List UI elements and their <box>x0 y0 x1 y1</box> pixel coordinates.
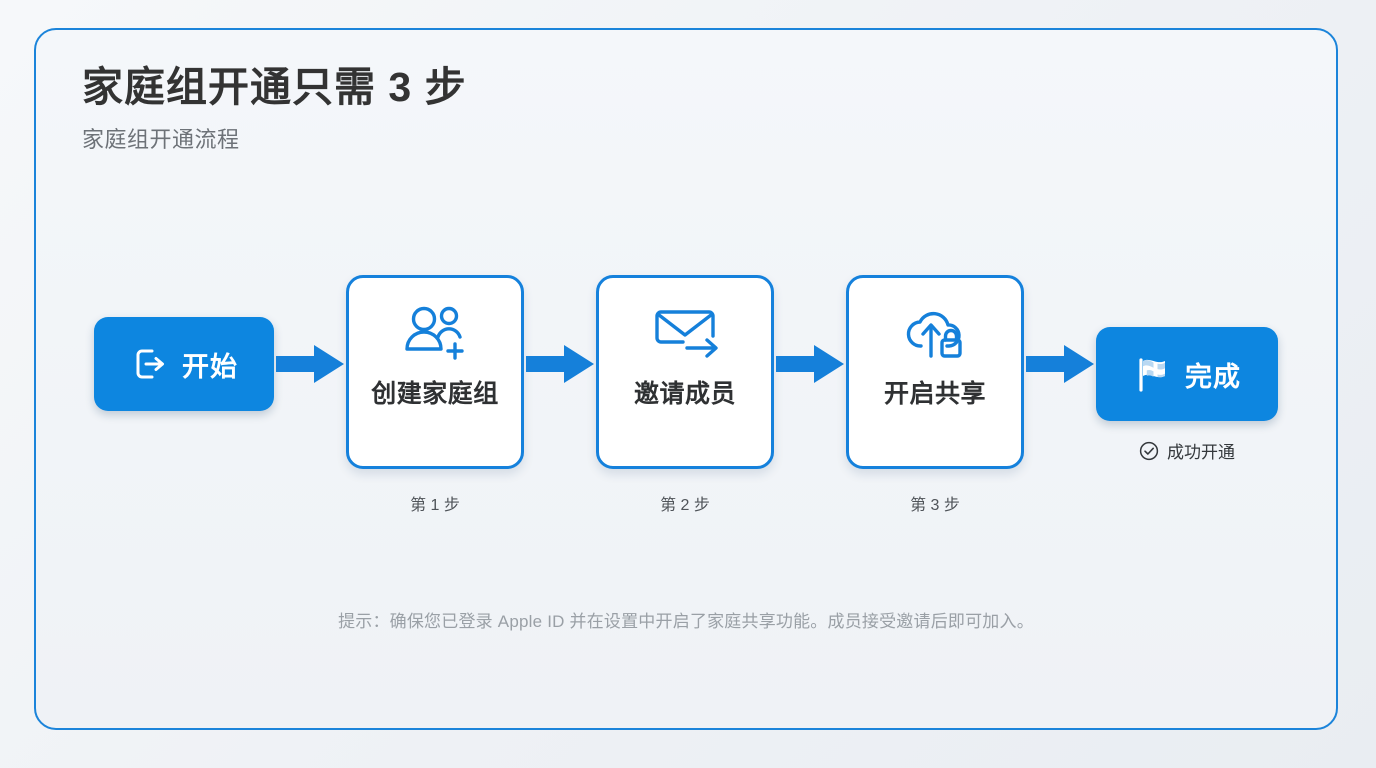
step-column-2: 邀请成员 第 2 步 <box>596 275 774 515</box>
cloud-upload-lock-icon <box>906 312 962 358</box>
step-tag-1: 第 1 步 <box>410 497 460 514</box>
step-card-create-family[interactable]: 创建家庭组 <box>346 275 524 469</box>
step-card-label-2: 邀请成员 <box>633 380 736 408</box>
step-tag-2: 第 2 步 <box>660 497 710 514</box>
connector-column-3 <box>774 341 846 449</box>
step-column-1: 创建家庭组 第 1 步 <box>346 275 524 515</box>
header: 家庭组开通只需 3 步 家庭组开通流程 <box>82 64 467 154</box>
checkered-flag-icon <box>1139 358 1165 392</box>
page-title: 家庭组开通只需 3 步 <box>82 64 467 110</box>
connector-column-4 <box>1024 341 1096 449</box>
footer-tip: 提示：确保您已登录 Apple ID 并在设置中开启了家庭共享功能。成员接受邀请… <box>338 612 1034 631</box>
envelope-send-icon <box>655 310 718 358</box>
process-flow: 开始 <box>36 275 1336 515</box>
step-card-enable-sharing[interactable]: 开启共享 <box>846 275 1024 469</box>
check-circle-icon <box>1139 441 1159 460</box>
finish-note: 成功开通 <box>1139 438 1235 463</box>
page-subtitle: 家庭组开通流程 <box>82 127 240 153</box>
connector-column-1 <box>274 341 346 449</box>
step-column-3: 开启共享 第 3 步 <box>846 275 1024 515</box>
arrow-right-icon <box>776 345 844 383</box>
step-tag-3: 第 3 步 <box>910 497 960 514</box>
finish-note-label: 成功开通 <box>1167 443 1235 462</box>
arrow-right-icon <box>276 345 344 383</box>
step-card-label-1: 创建家庭组 <box>371 380 499 408</box>
finish-badge-label: 完成 <box>1185 361 1241 392</box>
flow-end-column: 完成 成功开通 <box>1096 327 1278 463</box>
flow-start-column: 开始 <box>94 317 274 473</box>
content-frame: 家庭组开通只需 3 步 家庭组开通流程 开始 <box>34 28 1338 730</box>
arrow-right-icon <box>526 345 594 383</box>
start-badge[interactable]: 开始 <box>94 317 274 411</box>
finish-badge[interactable]: 完成 <box>1096 327 1278 421</box>
add-people-icon <box>405 306 464 360</box>
logout-arrow-icon <box>136 349 164 379</box>
connector-column-2 <box>524 341 596 449</box>
arrow-right-icon <box>1026 345 1094 383</box>
step-card-invite-members[interactable]: 邀请成员 <box>596 275 774 469</box>
step-card-label-3: 开启共享 <box>883 380 986 408</box>
start-badge-label: 开始 <box>182 351 238 382</box>
